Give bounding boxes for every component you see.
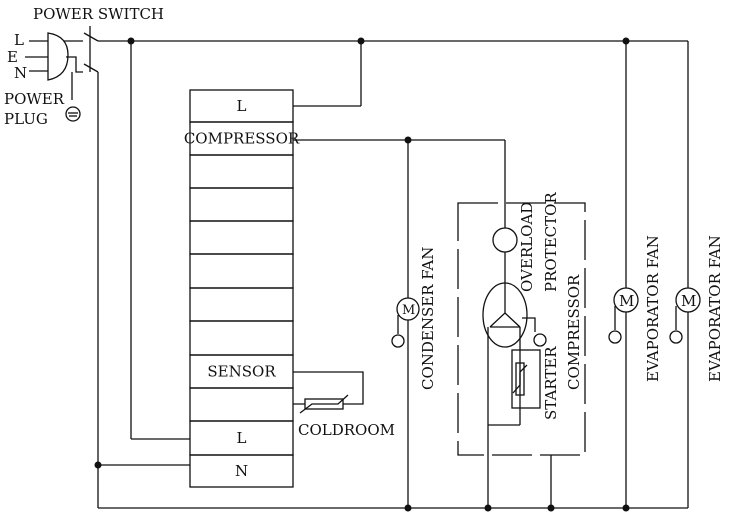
terminal-label: N	[235, 462, 248, 480]
motor-symbol: M	[619, 292, 634, 310]
motor-icon	[396, 297, 420, 321]
ground-icon	[669, 330, 683, 344]
power-plug-label-2: PLUG	[4, 110, 48, 128]
evaporator-fan-1: M EVAPORATOR FAN	[608, 41, 662, 508]
evaporator-fan-label-2: EVAPORATOR FAN	[706, 235, 724, 382]
ground-icon	[65, 106, 81, 122]
terminal-label: L	[237, 429, 247, 447]
evaporator-fan-2: M EVAPORATOR FAN	[669, 41, 724, 508]
plug-e-label: E	[7, 48, 18, 66]
overload-protector-icon	[492, 227, 518, 253]
compressor-assembly: OVERLOAD PROTECTOR COMPRESSOR STARTER	[457, 140, 586, 508]
ground-icon	[391, 334, 405, 348]
terminal-label: SENSOR	[207, 363, 276, 381]
terminal-row	[189, 154, 294, 189]
power-switch-label: POWER SWITCH	[33, 5, 164, 23]
starter-icon	[511, 349, 541, 409]
compressor-label: COMPRESSOR	[565, 274, 583, 390]
terminal-row	[189, 287, 294, 322]
power-plug: L E N POWER PLUG	[4, 31, 83, 128]
motor-symbol: M	[681, 292, 696, 310]
terminal-row	[189, 220, 294, 255]
overload-label: OVERLOAD	[518, 202, 536, 292]
power-switch: POWER SWITCH	[33, 5, 164, 508]
condenser-fan: M CONDENSER FAN	[391, 140, 437, 508]
condenser-fan-label: CONDENSER FAN	[419, 247, 437, 390]
motor-symbol: M	[402, 303, 415, 318]
coldroom-label: COLDROOM	[298, 421, 395, 439]
evaporator-fan-label: EVAPORATOR FAN	[644, 235, 662, 382]
starter-label: STARTER	[542, 346, 560, 420]
ground-icon	[608, 330, 622, 344]
terminal-row	[189, 320, 294, 356]
terminal-label: COMPRESSOR	[184, 130, 300, 148]
plug-n-label: N	[14, 64, 27, 82]
plug-l-label: L	[14, 31, 24, 49]
power-plug-label: POWER	[4, 90, 65, 108]
terminal-label: L	[237, 97, 247, 115]
coldroom-sensor: COLDROOM	[293, 371, 395, 439]
ground-icon	[533, 333, 547, 347]
terminal-row	[189, 454, 294, 488]
terminal-row	[189, 187, 294, 222]
protector-label: PROTECTOR	[542, 192, 560, 292]
terminal-row	[189, 387, 294, 422]
terminal-row	[189, 253, 294, 289]
motor-icon	[613, 287, 639, 313]
motor-icon	[675, 287, 701, 313]
